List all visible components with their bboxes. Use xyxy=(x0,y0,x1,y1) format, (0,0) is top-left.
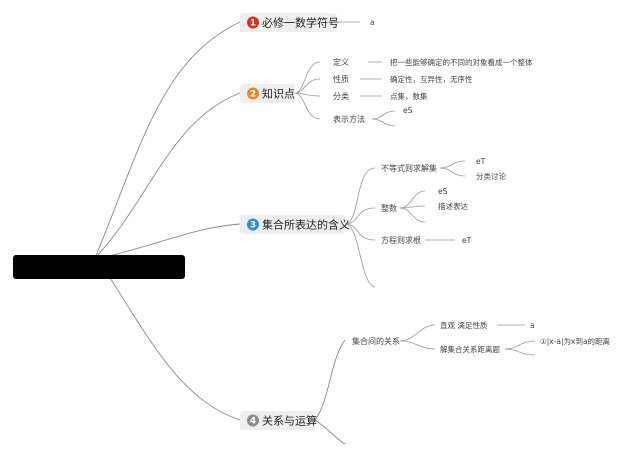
connector-branch-2 xyxy=(94,92,241,259)
connector-b4-rel xyxy=(314,339,346,421)
b2-def-label: 定义 xyxy=(333,57,349,67)
connector-b3-ineq-class xyxy=(439,167,466,177)
branch-3-label: 集合所表达的含义 xyxy=(262,218,350,232)
connector-branch-4 xyxy=(99,261,241,421)
b2-def-detail: 把一些能够确定的不同的对象看成一个整体 xyxy=(390,57,533,67)
branch-1-label: 必修一数学符号 xyxy=(262,16,339,30)
b2-repr-label: 表示方法 xyxy=(333,114,365,124)
number-badge-3-icon xyxy=(247,218,259,231)
connector-b4-empty xyxy=(314,419,346,445)
b2-class-label: 分类 xyxy=(333,91,349,101)
branch-1-node[interactable]: 1 必修一数学符号 xyxy=(240,13,339,32)
b4-rel-label: 集合间的关系 xyxy=(352,336,400,346)
b3-ineq-label: 不等式则求解集 xyxy=(381,163,437,173)
number-badge-4-icon xyxy=(247,414,259,427)
root-box xyxy=(13,255,185,279)
b3-int-detail-2: 描述表达 xyxy=(438,201,468,211)
connector-b4-distance-empty xyxy=(504,348,536,356)
b4-distance-label: 解集合关系距离题 xyxy=(440,344,500,354)
b3-ineq-detail-2: 分类讨论 xyxy=(476,171,506,181)
number-badge-2-icon xyxy=(247,87,259,100)
connector-b3-int xyxy=(344,207,376,225)
branch-4-pill xyxy=(240,411,315,430)
connector-b3-ineq xyxy=(344,167,376,225)
b2-prop-label: 性质 xyxy=(333,74,349,84)
branch-4-label: 关系与运算 xyxy=(262,414,317,428)
branch-3-number: 3 xyxy=(250,221,256,231)
connector-b3-int-empty xyxy=(399,207,426,223)
branch-4-node[interactable]: 4 关系与运算 xyxy=(240,411,317,430)
connector-b2-repr-empty xyxy=(371,118,396,127)
connector-b2-repr-es xyxy=(371,110,396,120)
connectors xyxy=(94,21,536,445)
connector-b2-def xyxy=(294,61,321,94)
connector-b4-intuitive xyxy=(399,324,436,342)
number-badge-1-icon xyxy=(247,16,259,29)
connector-b2-repr xyxy=(294,92,321,120)
branch-3-node[interactable]: 3 集合所表达的含义 xyxy=(240,215,350,234)
branch-4-number: 4 xyxy=(250,417,256,427)
b2-repr-detail: eS xyxy=(403,106,413,115)
branch-1-number: 1 xyxy=(250,19,256,29)
branch-1-pill xyxy=(240,13,337,32)
branch-2-node[interactable]: 2 知识点 xyxy=(240,84,295,103)
connector-b3-ineq-eT xyxy=(439,160,466,169)
connector-b4-distance-detail xyxy=(504,340,536,350)
connector-b3-eq xyxy=(344,223,376,241)
connector-branch-1 xyxy=(94,21,241,259)
connector-branch-3 xyxy=(99,223,241,259)
connector-b2-prop xyxy=(294,78,321,94)
connector-b3-empty xyxy=(344,223,376,288)
b3-eq-detail-1: eT xyxy=(462,236,472,245)
b2-prop-detail: 确定性，互异性，无序性 xyxy=(390,74,473,84)
b4-intuitive-detail: a xyxy=(530,321,535,330)
root-node[interactable] xyxy=(13,255,185,279)
branch-1-child-label: a xyxy=(370,18,375,27)
b3-ineq-detail-1: eT xyxy=(476,157,486,166)
b3-eq-label: 方程则求根 xyxy=(381,235,421,245)
b4-intuitive-label: 直观 满足性质 xyxy=(440,320,488,330)
b3-int-detail-1: eS xyxy=(438,187,448,196)
connector-b3-int-eS xyxy=(399,190,426,209)
b4-distance-detail: ①|x-a|为x到a的距离 xyxy=(540,336,611,346)
b2-class-detail: 点集，数集 xyxy=(390,91,428,101)
b3-int-label: 整数 xyxy=(381,203,397,213)
connector-b4-distance xyxy=(399,340,436,350)
branch-2-label: 知识点 xyxy=(262,87,295,101)
branch-3-pill xyxy=(240,215,345,234)
branch-2-number: 2 xyxy=(250,90,256,100)
